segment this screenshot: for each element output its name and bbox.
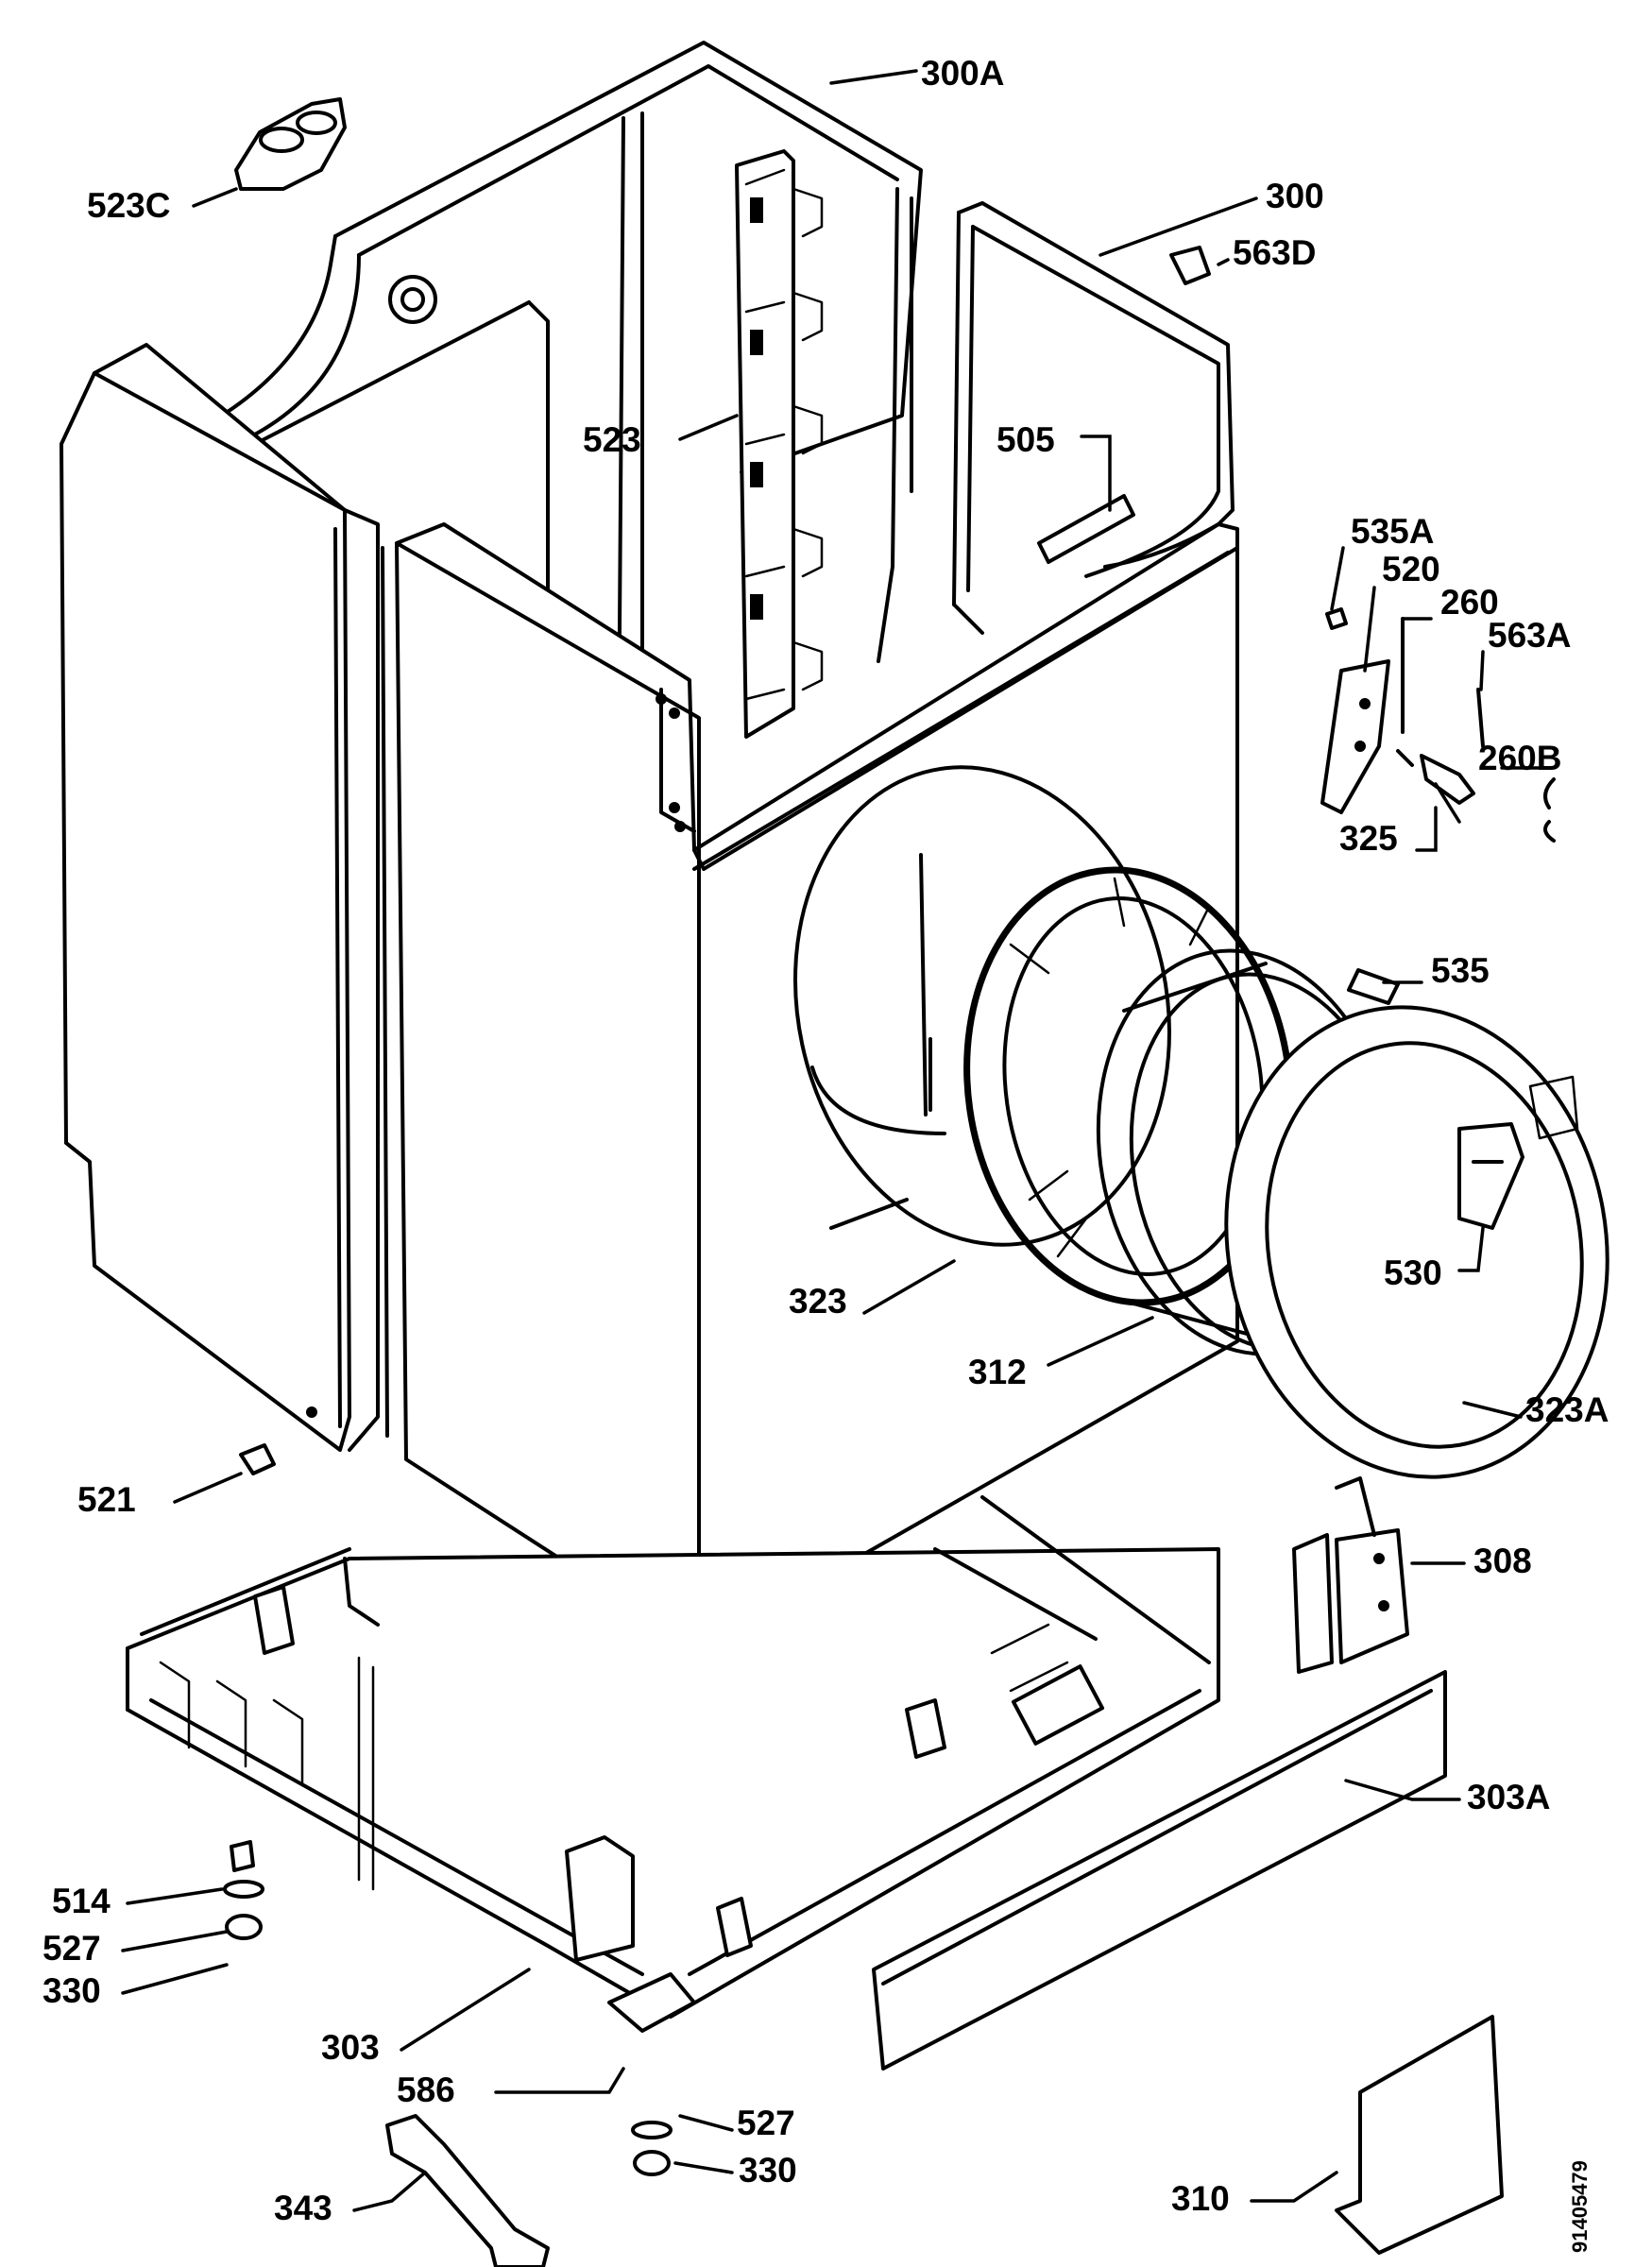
- label-535A: 535A: [1351, 512, 1434, 551]
- latch-assembly: [1320, 607, 1556, 843]
- label-521: 521: [77, 1480, 136, 1519]
- front-panel-body: [381, 522, 1239, 1650]
- label-323: 323: [789, 1282, 847, 1321]
- part-563D: [1169, 246, 1211, 285]
- label-310: 310: [1171, 2179, 1230, 2218]
- label-312: 312: [968, 1353, 1027, 1391]
- pin-535: [1347, 968, 1400, 1005]
- label-325: 325: [1339, 819, 1398, 858]
- rear-strip-523: [735, 149, 824, 739]
- label-303A: 303A: [1467, 1778, 1550, 1816]
- drawing-code: 91405479: [1568, 2160, 1592, 2253]
- label-514: 514: [52, 1882, 111, 1920]
- label-535: 535: [1431, 951, 1490, 990]
- leader-lines: [121, 69, 1551, 2212]
- label-323A: 323A: [1525, 1390, 1609, 1429]
- part-labels: 300A 523C 300 563D 523 505 535A 520 260 …: [43, 54, 1609, 2253]
- label-523C: 523C: [87, 186, 170, 225]
- left-side-panel: [60, 343, 380, 1452]
- kick-plate-303A: [872, 1670, 1447, 2071]
- label-527-right: 527: [737, 2104, 795, 2142]
- label-563D: 563D: [1233, 233, 1316, 272]
- label-343: 343: [274, 2189, 332, 2227]
- label-530: 530: [1384, 1253, 1442, 1292]
- label-586: 586: [397, 2071, 455, 2109]
- door-opening: [793, 765, 1171, 1247]
- clip-523C: [234, 97, 347, 191]
- screw-521: [239, 1443, 276, 1475]
- label-330-right: 330: [739, 2151, 797, 2190]
- label-523: 523: [583, 420, 641, 459]
- label-520: 520: [1382, 550, 1440, 588]
- label-527-left: 527: [43, 1929, 101, 1968]
- label-330-left: 330: [43, 1971, 101, 2010]
- flap-310: [1335, 2015, 1504, 2255]
- label-303: 303: [321, 2028, 380, 2067]
- label-260: 260: [1440, 583, 1499, 622]
- label-300A: 300A: [921, 54, 1004, 93]
- door-handle-530: [1457, 1122, 1524, 1230]
- label-308: 308: [1473, 1542, 1532, 1580]
- label-505: 505: [996, 420, 1055, 459]
- feet-assembly: [223, 1840, 696, 2176]
- rod-505: [1037, 494, 1135, 564]
- label-300: 300: [1266, 177, 1324, 215]
- wrench-343: [385, 2114, 550, 2267]
- cabinet-rear-panel-300: [952, 201, 1235, 635]
- hinge-308: [1292, 1476, 1409, 1674]
- label-563A: 563A: [1488, 616, 1571, 655]
- base-frame-303: [126, 1495, 1220, 2019]
- label-260B: 260B: [1478, 739, 1561, 777]
